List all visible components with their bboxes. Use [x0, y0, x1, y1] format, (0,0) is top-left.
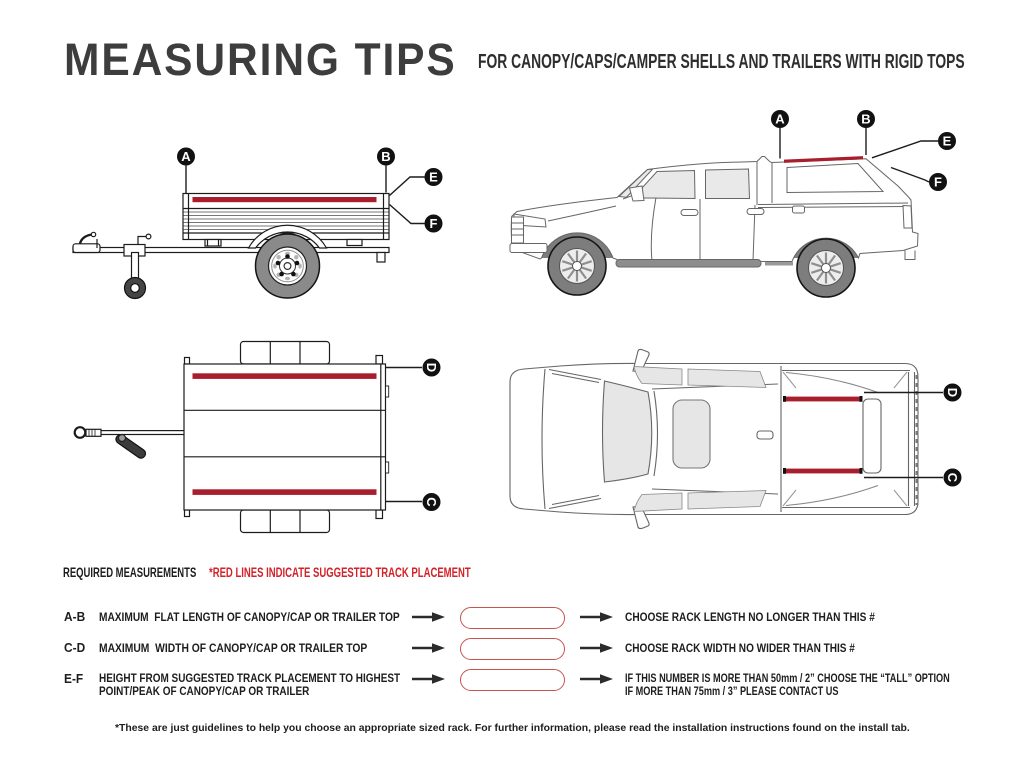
svg-text:E: E — [429, 170, 438, 185]
svg-text:B: B — [381, 149, 390, 164]
svg-text:C: C — [424, 497, 439, 507]
svg-text:A: A — [775, 112, 785, 127]
svg-text:D: D — [424, 363, 439, 372]
svg-text:B: B — [861, 112, 870, 127]
svg-text:F: F — [934, 175, 942, 190]
svg-text:F: F — [430, 216, 438, 231]
svg-text:D: D — [945, 388, 960, 397]
svg-text:A: A — [181, 149, 191, 164]
svg-text:E: E — [943, 134, 952, 149]
svg-text:C: C — [945, 473, 960, 483]
